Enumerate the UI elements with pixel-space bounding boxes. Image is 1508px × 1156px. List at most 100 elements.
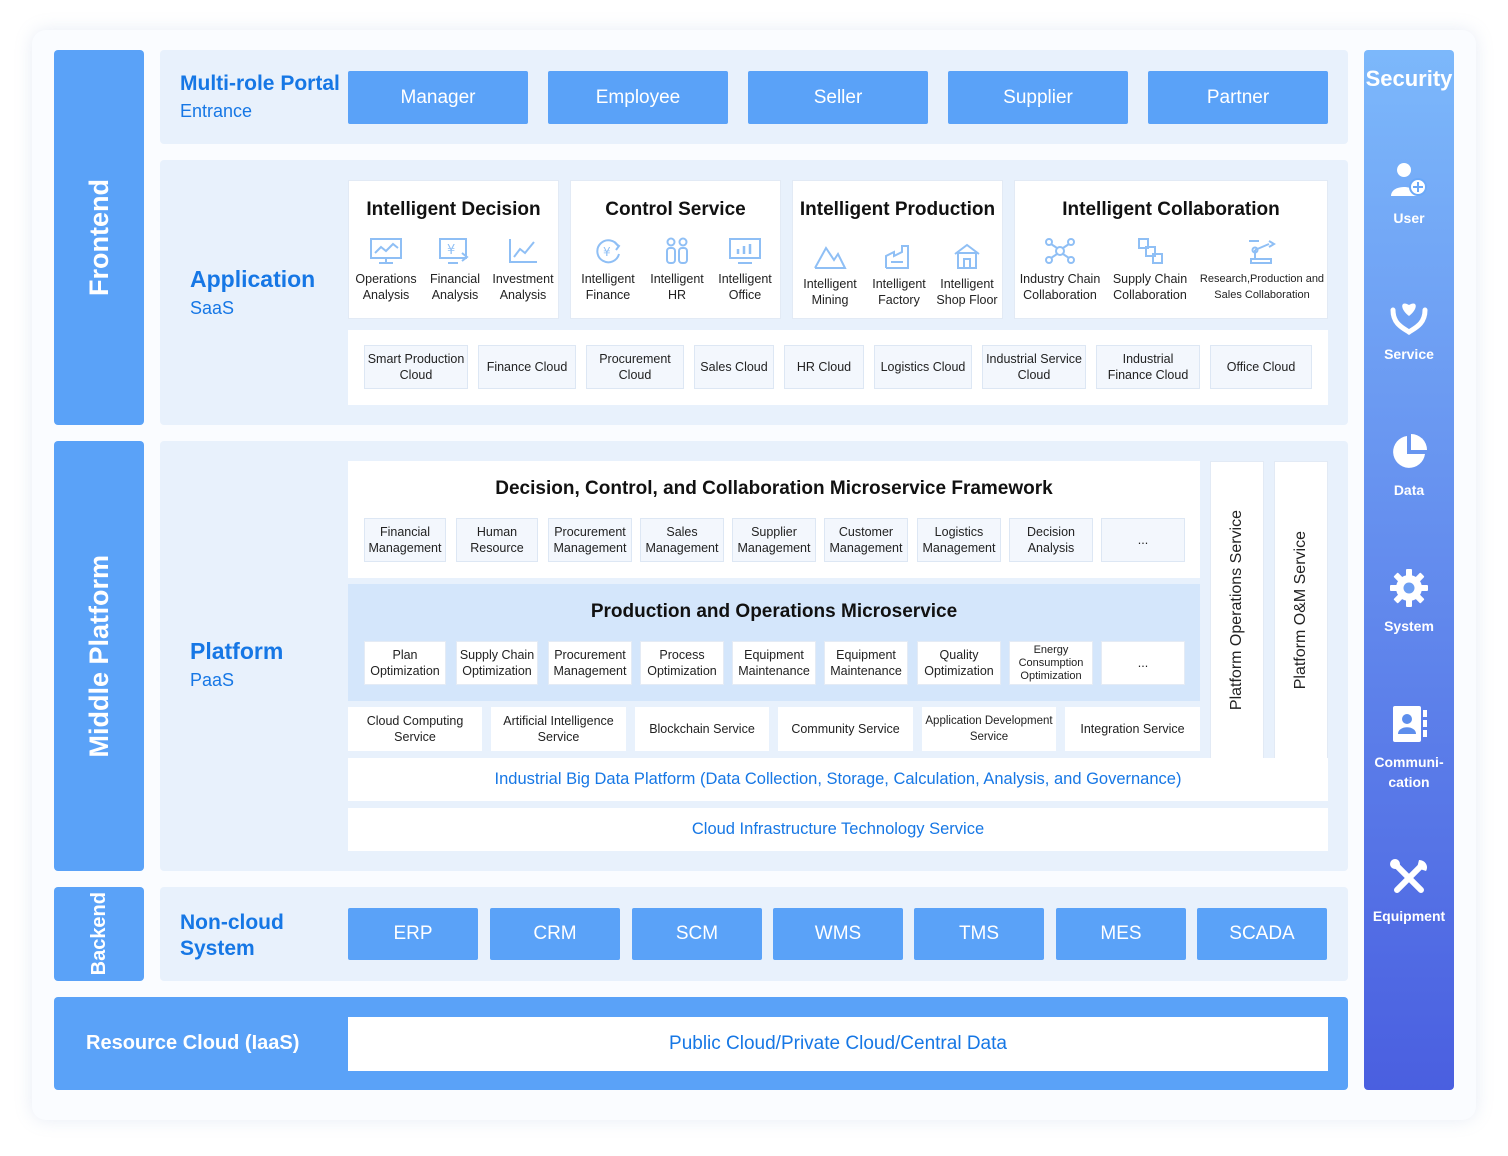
framework-sales-management[interactable]: Sales Management [640, 518, 724, 562]
card-title: Intelligent Production [799, 199, 996, 220]
system-scada[interactable]: SCADA [1197, 908, 1327, 960]
backend-label: Backend [87, 892, 110, 976]
service-integration[interactable]: Integration Service [1065, 707, 1200, 751]
service-blockchain[interactable]: Blockchain Service [635, 707, 769, 751]
service-application-development[interactable]: Application Development Service [922, 707, 1056, 751]
production-equipment-maintenance-2[interactable]: Equipment Maintenance [824, 641, 908, 685]
security-communication[interactable]: Communi- cation [1364, 704, 1454, 792]
role-partner[interactable]: Partner [1148, 71, 1328, 124]
service-artificial-intelligence[interactable]: Artificial Intelligence Service [491, 707, 626, 751]
production-equipment-maintenance-1[interactable]: Equipment Maintenance [732, 641, 816, 685]
cloud-sales[interactable]: Sales Cloud [694, 345, 774, 389]
security-system-label: System [1384, 618, 1434, 634]
item-investment-analysis[interactable]: Investment Analysis [488, 237, 558, 303]
monitor-bars-icon [729, 238, 761, 264]
factory-icon [885, 245, 909, 269]
item-intelligent-shop-floor[interactable]: Intelligent Shop Floor [932, 242, 1002, 308]
item-intelligent-office[interactable]: Intelligent Office [710, 237, 780, 303]
cloud-industrial-finance[interactable]: Industrial Finance Cloud [1096, 345, 1200, 389]
production-energy-consumption-optimization[interactable]: Energy Consumption Optimization [1009, 641, 1093, 685]
platform-subtitle: PaaS [190, 670, 235, 690]
security-service[interactable]: Service [1364, 296, 1454, 364]
role-supplier[interactable]: Supplier [948, 71, 1128, 124]
yen-monitor-icon: ¥ [439, 238, 469, 264]
security-data-label: Data [1393, 482, 1425, 498]
production-supply-chain-optimization[interactable]: Supply Chain Optimization [456, 641, 538, 685]
framework-more[interactable]: ... [1101, 518, 1185, 562]
item-intelligent-mining[interactable]: Intelligent Mining [795, 242, 865, 308]
portal-subtitle: Entrance [180, 101, 253, 121]
item-supply-chain-collaboration[interactable]: Supply Chain Collaboration [1107, 237, 1193, 303]
system-crm[interactable]: CRM [490, 908, 620, 960]
production-procurement-management[interactable]: Procurement Management [548, 641, 632, 685]
card-intelligent-production: Intelligent Production Intelligent Minin… [792, 180, 1003, 319]
production-quality-optimization[interactable]: Quality Optimization [917, 641, 1001, 685]
security-user[interactable]: User [1364, 160, 1454, 228]
item-label: Intelligent Shop Floor [936, 277, 998, 307]
item-intelligent-hr[interactable]: Intelligent HR [642, 237, 712, 303]
system-wms[interactable]: WMS [773, 908, 903, 960]
security-system[interactable]: System [1364, 568, 1454, 636]
item-intelligent-factory[interactable]: Intelligent Factory [864, 242, 934, 308]
service-community[interactable]: Community Service [778, 707, 913, 751]
cloud-logistics[interactable]: Logistics Cloud [874, 345, 972, 389]
security-equipment[interactable]: Equipment [1364, 858, 1454, 926]
network-icon [1045, 238, 1075, 264]
cloud-hr[interactable]: HR Cloud [784, 345, 864, 389]
cloud-smart-production[interactable]: Smart Production Cloud [364, 345, 468, 389]
production-plan-optimization[interactable]: Plan Optimization [364, 641, 446, 685]
system-mes[interactable]: MES [1056, 908, 1186, 960]
platform-operations-service[interactable]: Platform Operations Service [1210, 461, 1264, 759]
backend-layer-label: Backend [54, 887, 144, 981]
resource-cloud-content[interactable]: Public Cloud/Private Cloud/Central Data [348, 1017, 1328, 1071]
platform-om-service[interactable]: Platform O&M Service [1274, 461, 1328, 759]
service-cloud-computing[interactable]: Cloud Computing Service [348, 707, 482, 751]
framework-decision-analysis[interactable]: Decision Analysis [1009, 518, 1093, 562]
item-financial-analysis[interactable]: ¥ Financial Analysis [420, 237, 490, 303]
item-label: Industry Chain Collaboration [1019, 272, 1101, 302]
platform-title: Platform [190, 638, 284, 664]
application-subtitle: SaaS [190, 298, 235, 318]
item-intelligent-finance[interactable]: ¥ Intelligent Finance [573, 237, 643, 303]
framework-procurement-management[interactable]: Procurement Management [548, 518, 632, 562]
framework-financial-management[interactable]: Financial Management [364, 518, 446, 562]
security-communication-label: Communi- [1374, 754, 1444, 770]
item-research-production-sales-collaboration[interactable]: Research,Production and Sales Collaborat… [1199, 237, 1325, 303]
cloud-office[interactable]: Office Cloud [1210, 345, 1312, 389]
cloud-finance[interactable]: Finance Cloud [478, 345, 576, 389]
framework-logistics-management[interactable]: Logistics Management [917, 518, 1001, 562]
item-label: Investment Analysis [492, 272, 554, 302]
platform-operations-service-label: Platform Operations Service [1228, 509, 1245, 711]
security-data[interactable]: Data [1364, 432, 1454, 500]
item-label: Intelligent HR [650, 272, 704, 302]
production-more[interactable]: ... [1101, 641, 1185, 685]
item-label: Intelligent Mining [803, 277, 857, 307]
role-manager[interactable]: Manager [348, 71, 528, 124]
noncloud-title-line1: Non-cloud [180, 911, 284, 934]
tools-icon [1390, 859, 1428, 893]
cloud-procurement[interactable]: Procurement Cloud [586, 345, 684, 389]
item-label: Financial Analysis [429, 272, 481, 302]
system-scm[interactable]: SCM [632, 908, 762, 960]
cloud-infrastructure-service[interactable]: Cloud Infrastructure Technology Service [348, 808, 1328, 851]
cloud-industrial-service[interactable]: Industrial Service Cloud [982, 345, 1086, 389]
production-title: Production and Operations Microservice [590, 601, 958, 622]
robot-arm-icon [1249, 240, 1276, 264]
contact-book-icon [1393, 706, 1427, 742]
gear-icon [1390, 569, 1428, 607]
card-title: Intelligent Collaboration [1062, 199, 1280, 220]
item-industry-chain-collaboration[interactable]: Industry Chain Collaboration [1017, 237, 1103, 303]
industrial-big-data-platform[interactable]: Industrial Big Data Platform (Data Colle… [348, 758, 1328, 801]
heart-hand-icon [1390, 303, 1428, 336]
system-erp[interactable]: ERP [348, 908, 478, 960]
system-tms[interactable]: TMS [914, 908, 1044, 960]
frontend-layer-label: Frontend [54, 50, 144, 425]
item-operations-analysis[interactable]: Operations Analysis [351, 237, 421, 303]
role-employee[interactable]: Employee [548, 71, 728, 124]
framework-human-resource[interactable]: Human Resource [456, 518, 538, 562]
card-title: Control Service [605, 199, 746, 220]
framework-supplier-management[interactable]: Supplier Management [732, 518, 816, 562]
role-seller[interactable]: Seller [748, 71, 928, 124]
production-process-optimization[interactable]: Process Optimization [640, 641, 724, 685]
framework-customer-management[interactable]: Customer Management [824, 518, 908, 562]
